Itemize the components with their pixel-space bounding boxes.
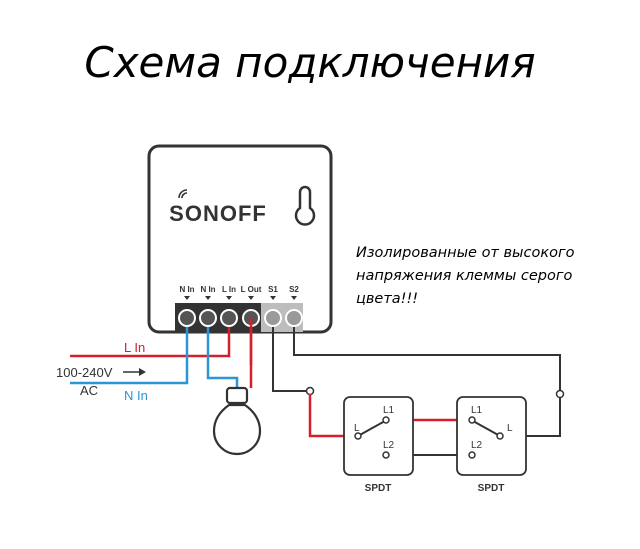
- wire-neutral-lamp: [206, 318, 239, 388]
- wire-switch1-l: [308, 394, 353, 438]
- terminal-label-l-out: L Out: [241, 285, 262, 294]
- thermometer-icon: [294, 185, 316, 226]
- terminal-label-n-in-2: N In: [200, 285, 215, 294]
- supply-ac-label: AC: [80, 383, 98, 398]
- insulation-note: Изолированные от высокого напряжения кле…: [356, 245, 575, 307]
- spdt-switch-2: [456, 396, 527, 476]
- wire-s1: [272, 318, 310, 392]
- junction-s2: [555, 389, 565, 399]
- terminal-label-s1: S1: [268, 285, 278, 294]
- switch1-name: SPDT: [365, 483, 392, 494]
- supply-n-in-label: N In: [124, 388, 148, 403]
- junction-s1: [305, 386, 315, 396]
- switch2-l-label: L: [507, 423, 513, 434]
- switch2-l1-label: L1: [471, 405, 483, 416]
- page-title: Схема подключения: [84, 38, 536, 87]
- switch2-l2-label: L2: [471, 440, 483, 451]
- wire-switch2-l: [512, 397, 561, 437]
- supply-arrow-icon: [123, 368, 146, 376]
- terminal-label-l-in: L In: [222, 285, 236, 294]
- switch1-l1-label: L1: [383, 405, 395, 416]
- terminal-markers: [184, 296, 297, 300]
- switch1-l2-label: L2: [383, 440, 395, 451]
- switch1-l-label: L: [354, 423, 360, 434]
- sonoff-logo: SONOFF: [169, 201, 267, 226]
- switch2-name: SPDT: [478, 483, 505, 494]
- supply-l-in-label: L In: [124, 340, 145, 355]
- supply-voltage-label: 100-240V: [56, 365, 113, 380]
- wire-s2: [293, 318, 561, 391]
- wire-live-in: [70, 318, 231, 358]
- spdt-switch-1: [343, 396, 414, 476]
- terminal-label-s2: S2: [289, 285, 299, 294]
- terminal-label-n-in-1: N In: [179, 285, 194, 294]
- terminal-screws: [178, 309, 303, 327]
- wire-neutral-in: [70, 318, 189, 385]
- wifi-icon: [178, 189, 188, 199]
- lamp-icon: [212, 386, 262, 456]
